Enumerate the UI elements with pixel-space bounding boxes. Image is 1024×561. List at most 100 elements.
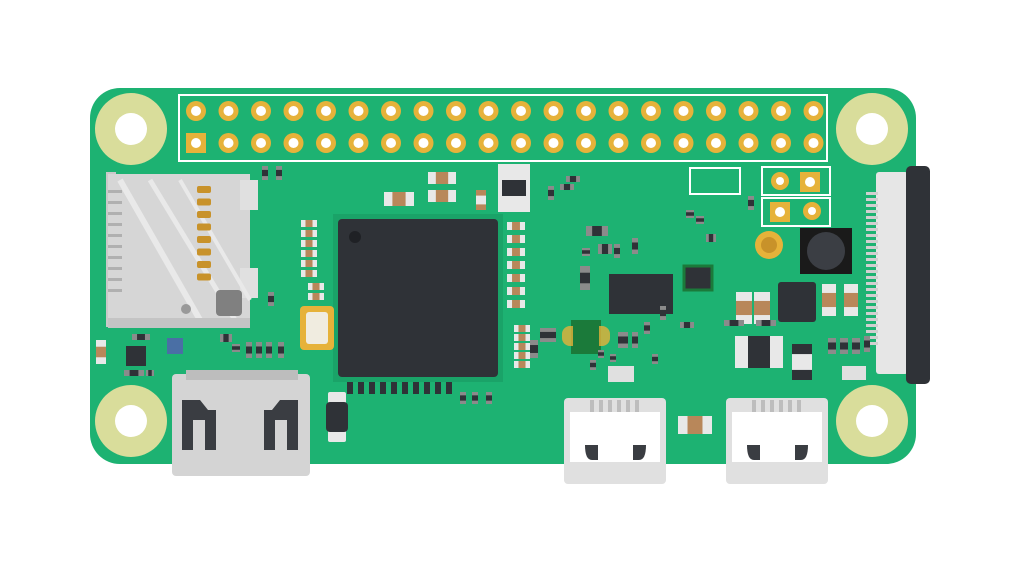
mounting-hole-top-left [95, 93, 167, 165]
smd-resistor [402, 382, 408, 394]
smd-resistor [660, 306, 666, 320]
csi-pin [866, 240, 878, 243]
smd-resistor [220, 334, 232, 342]
camera-connector-pins [866, 192, 878, 345]
smd-resistor [476, 190, 486, 210]
mounting-hole-bottom-left [95, 385, 167, 457]
smd-resistor [424, 382, 430, 394]
smd-resistor [256, 342, 262, 358]
smd-resistor [435, 382, 441, 394]
csi-pin [866, 342, 878, 345]
smd-resistor [266, 342, 272, 358]
sd-contact [197, 211, 211, 218]
smd-resistor [308, 293, 324, 300]
smd-resistor [486, 392, 492, 404]
smd-resistor [146, 370, 154, 376]
smd-resistor [724, 320, 744, 326]
csi-pin [866, 276, 878, 279]
csi-pin [866, 270, 878, 273]
soc-chip [333, 214, 503, 382]
smd-resistor [301, 220, 317, 227]
csi-pin [866, 246, 878, 249]
csi-pin [866, 288, 878, 291]
smd-resistor [460, 392, 466, 404]
green-crystal-top [573, 322, 599, 352]
smd-resistor [514, 361, 530, 368]
small-chip [682, 264, 714, 292]
smd-resistor [384, 192, 414, 206]
smd-resistor [507, 300, 525, 308]
smd-resistor [678, 416, 712, 434]
diode-top [498, 164, 530, 212]
smd-resistor [347, 382, 353, 394]
csi-pin [866, 234, 878, 237]
csi-pin [866, 318, 878, 321]
csi-pin [866, 252, 878, 255]
gpio-header-pins [186, 101, 824, 153]
smd-resistor [301, 250, 317, 257]
sd-contact [197, 236, 211, 243]
smd-resistor [301, 230, 317, 237]
smd-resistor [828, 338, 836, 354]
smd-resistor [301, 260, 317, 267]
smd-resistor [618, 332, 628, 348]
csi-pin [866, 204, 878, 207]
smd-resistor [514, 334, 530, 341]
smd-resistor [246, 342, 252, 358]
smd-resistor [614, 244, 620, 258]
csi-pin [866, 192, 878, 195]
smd-resistor [864, 336, 870, 352]
camera-connector [866, 166, 930, 384]
smd-resistor [686, 210, 694, 218]
smd-resistor [844, 284, 858, 316]
run-header [761, 166, 831, 196]
smd-resistor [514, 343, 530, 350]
smd-resistor [268, 292, 274, 306]
smd-resistor [278, 342, 284, 358]
smd-resistor [132, 334, 150, 340]
sd-contact [197, 186, 211, 193]
smd-resistor [580, 266, 590, 290]
smd-resistor [560, 184, 574, 190]
silkscreen-box [689, 167, 741, 195]
smd-resistor [748, 196, 754, 210]
smd-resistor [696, 216, 704, 224]
csi-pin [866, 330, 878, 333]
csi-pin [866, 216, 878, 219]
csi-pin [866, 282, 878, 285]
smd-resistor [507, 235, 525, 243]
smd-resistor [598, 244, 612, 254]
smd-resistor [754, 292, 770, 324]
smd-resistor [308, 283, 324, 290]
smd-resistor [380, 382, 386, 394]
smd-resistor [232, 344, 240, 352]
smd-resistor [428, 172, 456, 184]
csi-pin [866, 258, 878, 261]
csi-pin [866, 228, 878, 231]
pad-box [608, 366, 634, 382]
pad-box-right [842, 366, 866, 380]
mini-hdmi-port [172, 370, 310, 476]
smd-components [96, 166, 870, 434]
smd-resistor [840, 338, 848, 354]
smd-resistor [566, 176, 580, 182]
smd-resistor [428, 190, 456, 202]
smd-resistor [276, 166, 282, 180]
sd-contact [197, 261, 211, 268]
smd-resistor [514, 325, 530, 332]
smd-resistor [706, 234, 716, 242]
csi-pin [866, 264, 878, 267]
microsd-contacts [108, 186, 211, 292]
smd-resistor [632, 238, 638, 254]
smd-resistor [540, 328, 548, 342]
smd-resistor [446, 382, 452, 394]
gpio-header-outline [178, 94, 828, 162]
sd-contact [197, 198, 211, 206]
smd-resistor [590, 360, 596, 370]
smd-resistor [301, 240, 317, 247]
inductor [800, 228, 852, 274]
tv-header [761, 197, 831, 227]
mounting-hole-top-right [836, 93, 908, 165]
